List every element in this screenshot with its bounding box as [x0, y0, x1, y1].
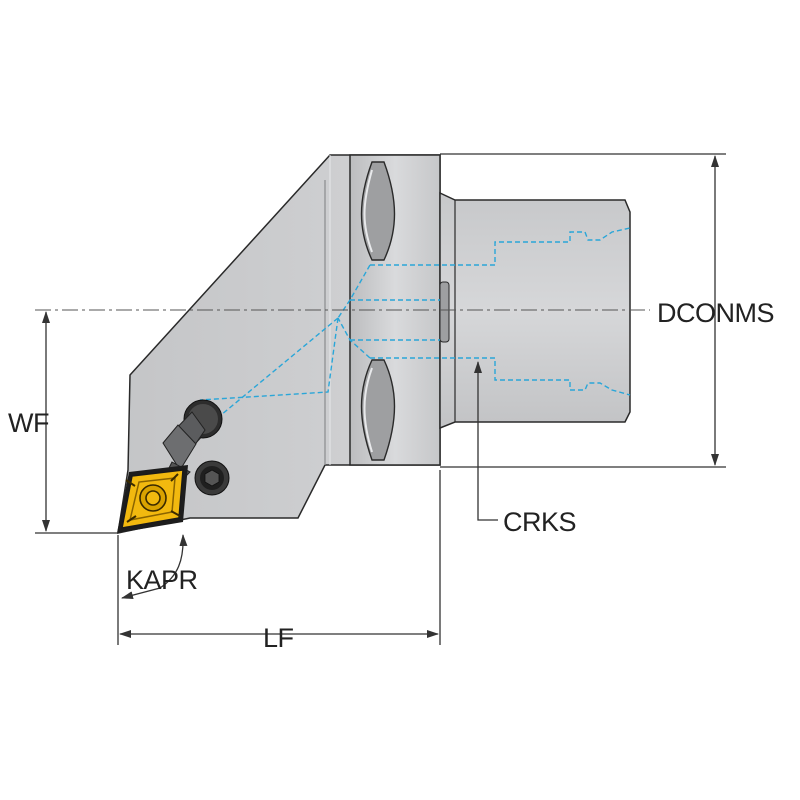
label-dconms: DCONMS	[657, 298, 774, 328]
drive-slot-lower	[360, 359, 396, 461]
label-wf: WF	[8, 408, 49, 438]
square-insert-icon	[117, 465, 188, 533]
label-crks: CRKS	[503, 507, 576, 537]
shank-key	[439, 281, 450, 343]
coolant-channels	[199, 227, 631, 421]
label-lf: LF	[263, 623, 294, 653]
kapr-leader	[121, 534, 188, 600]
hex-screw-icon	[194, 460, 230, 496]
drive-slot-upper	[360, 161, 396, 261]
label-kapr: KAPR	[126, 565, 198, 595]
crks-leader	[474, 361, 498, 521]
